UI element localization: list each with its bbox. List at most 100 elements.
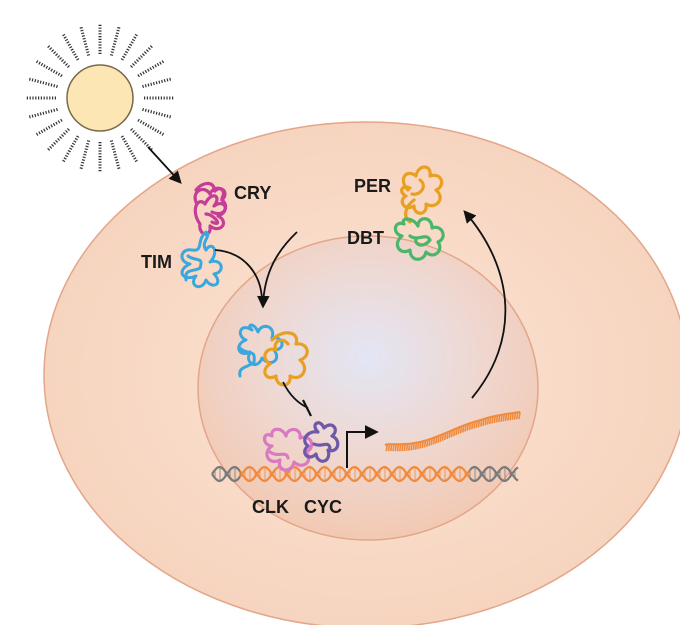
sun-ray [130, 128, 154, 152]
mrna-base [518, 411, 521, 420]
mrna-base [513, 412, 517, 420]
mrna-base [515, 412, 519, 420]
mrna-base [403, 443, 407, 452]
mrna-base [470, 422, 474, 430]
mrna-base [491, 416, 494, 424]
mrna-base [488, 416, 492, 425]
sun-ray [28, 107, 58, 119]
sun-ray [120, 135, 139, 163]
sun-ray [142, 107, 172, 119]
sun-icon [26, 24, 174, 172]
mrna-base [504, 413, 508, 422]
mrna-base [410, 443, 413, 451]
sun-disc [66, 64, 134, 132]
mrna-base [461, 425, 465, 433]
sun-ray [35, 118, 63, 137]
mrna-base [401, 444, 404, 452]
mrna-base [394, 444, 398, 452]
mrna-base [448, 430, 452, 439]
mrna-base [443, 432, 447, 441]
tim-protein [180, 230, 223, 289]
label-per: PER [354, 176, 391, 196]
mrna-base [484, 418, 488, 426]
mrna-base [416, 442, 420, 450]
cyc-protein [303, 421, 340, 463]
mrna-base [495, 415, 499, 423]
light-arrow [147, 146, 182, 184]
sun-ray [79, 26, 91, 56]
mrna-base [486, 417, 490, 425]
export-arrow [463, 210, 507, 399]
label-dbt: DBT [347, 228, 384, 248]
mrna-base [407, 443, 411, 451]
cry-protein [193, 181, 228, 236]
mrna-base [423, 440, 427, 448]
sun-ray [109, 140, 121, 170]
sun-ray [61, 135, 80, 163]
mrna-base [428, 438, 431, 447]
label-clk: CLK [252, 497, 289, 517]
mrna-base [389, 444, 393, 452]
dna-helix [211, 465, 519, 483]
nucleus [197, 235, 539, 541]
mrna-base [493, 415, 497, 424]
mrna-base [479, 419, 483, 427]
mrna-base [439, 434, 443, 442]
mrna-base [468, 422, 472, 431]
mrna-base [457, 427, 461, 435]
mrna-base [434, 436, 438, 444]
mrna-base [385, 444, 389, 452]
mrna-base [412, 442, 416, 451]
per-entry-arrow [257, 231, 298, 309]
sun-ray [46, 44, 70, 68]
sun-ray [109, 26, 121, 56]
mrna-base [425, 439, 429, 447]
mrna-base [500, 414, 503, 422]
label-tim: TIM [141, 252, 172, 272]
mrna-base [396, 444, 400, 452]
mrna-base [446, 431, 449, 440]
mrna-base [432, 437, 436, 445]
mrna-base [405, 443, 409, 451]
mrna-base [441, 433, 445, 441]
mrna-base [392, 444, 395, 452]
mrna-base [421, 440, 425, 449]
mrna-strand [384, 411, 521, 452]
clk-protein [262, 427, 314, 472]
label-cyc: CYC [304, 497, 342, 517]
mrna-base [437, 435, 440, 443]
mrna-base [459, 426, 463, 434]
mrna-base [506, 413, 510, 421]
mrna-base [482, 418, 485, 426]
sun-ray [79, 140, 91, 170]
mrna-base [430, 438, 434, 446]
mrna-base [473, 421, 476, 429]
sun-ray [61, 33, 80, 61]
mrna-base [387, 444, 391, 452]
mrna-base [452, 428, 456, 437]
sun-ray [28, 77, 58, 89]
sun-ray [137, 59, 165, 78]
mrna-base [511, 412, 515, 421]
mrna-base [475, 420, 479, 429]
sun-ray [130, 44, 154, 68]
mrna-base [502, 414, 506, 422]
sun-ray [120, 33, 139, 61]
label-cry: CRY [234, 183, 271, 203]
mrna-base [414, 442, 418, 450]
mrna-base [466, 423, 470, 431]
dbt-protein [393, 217, 445, 261]
sun-ray [46, 128, 70, 152]
mrna-base [509, 413, 512, 421]
sun-ray [137, 118, 165, 137]
tim-entry-arrow [214, 249, 263, 303]
mrna-base [419, 441, 422, 449]
mrna-base [450, 429, 454, 438]
mrna-base [477, 420, 481, 428]
sun-ray [142, 77, 172, 89]
transcription-start-arrow [346, 425, 379, 468]
sun-ray [35, 59, 63, 78]
inhibition-bar [302, 399, 312, 417]
